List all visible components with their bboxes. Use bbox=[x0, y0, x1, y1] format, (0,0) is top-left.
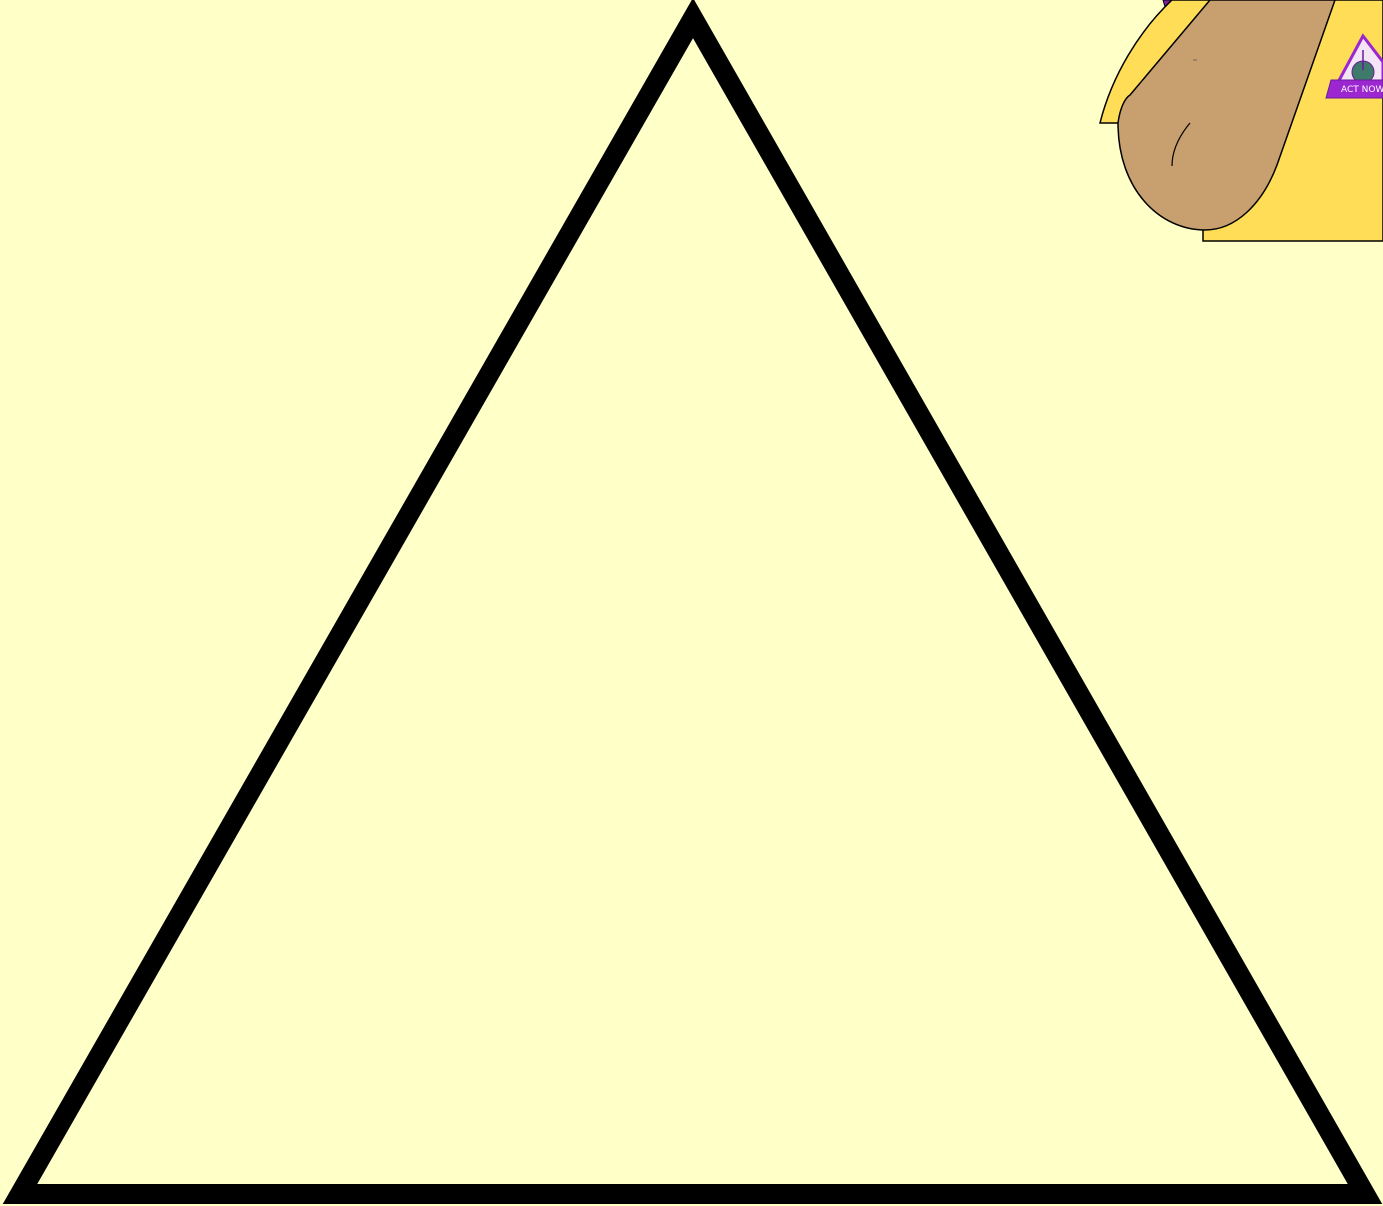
cartoon-figure: ACT NOW bbox=[1100, 0, 1383, 241]
badge-text: ACT NOW bbox=[1341, 85, 1383, 95]
